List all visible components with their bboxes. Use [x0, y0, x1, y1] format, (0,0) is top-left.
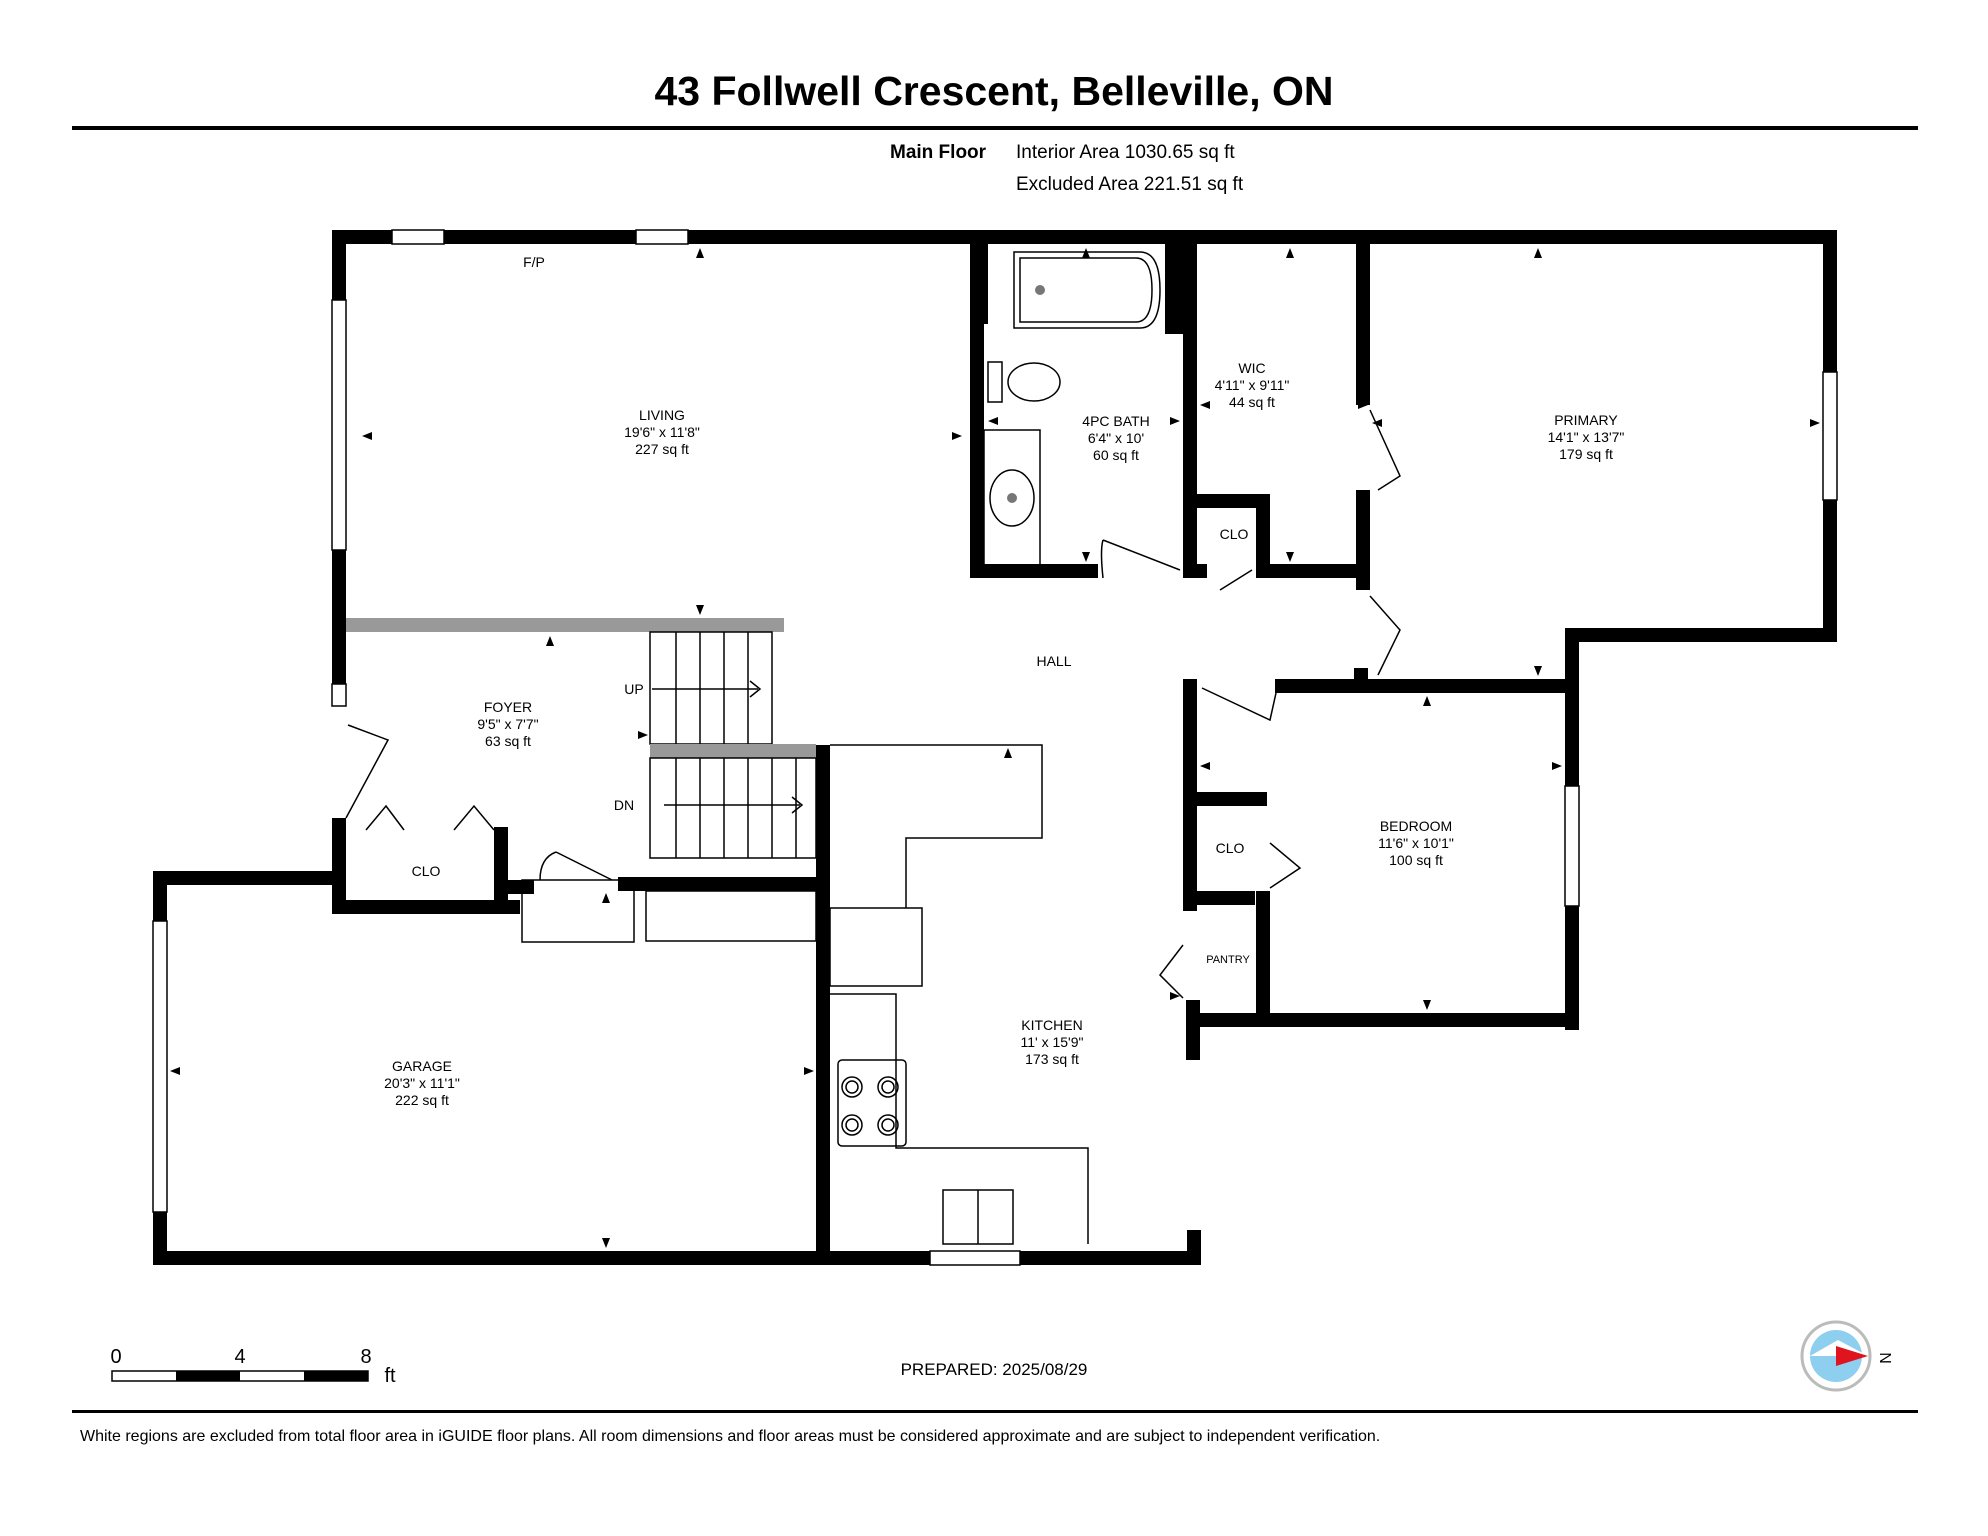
foyer-dims: 9'5" x 7'7": [477, 716, 538, 732]
clo-label-2: CLO: [412, 863, 441, 879]
walls: [153, 230, 1837, 1265]
foyer-area: 63 sq ft: [485, 733, 531, 749]
scale-4: 4: [234, 1346, 245, 1368]
clo-label-3: CLO: [1216, 840, 1245, 856]
garage-dims: 20'3" x 11'1": [384, 1075, 460, 1091]
title-rule: [72, 126, 1918, 130]
page-title: 43 Follwell Crescent, Belleville, ON: [654, 68, 1334, 114]
kitchen-counters: [521, 744, 1089, 1245]
bath-fixtures: [983, 251, 1161, 566]
kitchen-area: 173 sq ft: [1025, 1051, 1079, 1067]
measure-arrows: [170, 248, 1820, 1248]
bedroom-area: 100 sq ft: [1389, 852, 1443, 868]
bedroom-name: BEDROOM: [1380, 818, 1452, 834]
dn-label: DN: [614, 797, 634, 813]
scale-0: 0: [110, 1346, 121, 1368]
bath-name: 4PC BATH: [1082, 413, 1149, 429]
living-dims: 19'6" x 11'8": [624, 424, 700, 440]
wic-name: WIC: [1238, 360, 1265, 376]
windows: [152, 229, 1838, 1266]
excluded-area: Excluded Area 221.51 sq ft: [1016, 174, 1244, 195]
primary-area: 179 sq ft: [1559, 446, 1613, 462]
garage-name: GARAGE: [392, 1058, 452, 1074]
footer-rule: [72, 1410, 1918, 1413]
hall-label: HALL: [1036, 653, 1071, 669]
prepared-date: PREPARED: 2025/08/29: [900, 1360, 1088, 1379]
floor-name: Main Floor: [890, 142, 987, 163]
interior-area: Interior Area 1030.65 sq ft: [1016, 142, 1235, 163]
bath-area: 60 sq ft: [1093, 447, 1139, 463]
room-labels: F/P LIVING 19'6" x 11'8" 227 sq ft 4PC B…: [384, 254, 1624, 1108]
foyer-name: FOYER: [484, 699, 532, 715]
stairs: [649, 631, 817, 859]
clo-label-1: CLO: [1220, 526, 1249, 542]
kitchen-name: KITCHEN: [1021, 1017, 1082, 1033]
primary-name: PRIMARY: [1554, 412, 1618, 428]
doors: [345, 409, 1401, 999]
scale-bar: 0 4 8 ft: [110, 1346, 396, 1387]
bath-dims: 6'4" x 10': [1088, 430, 1144, 446]
scale-8: 8: [360, 1346, 371, 1368]
compass-icon: N: [1800, 1320, 1893, 1392]
wic-dims: 4'11" x 9'11": [1215, 377, 1290, 393]
stair-rail: [346, 618, 784, 632]
kitchen-dims: 11' x 15'9": [1021, 1034, 1084, 1050]
bedroom-dims: 11'6" x 10'1": [1378, 835, 1454, 851]
disclaimer: White regions are excluded from total fl…: [80, 1428, 1381, 1445]
living-area: 227 sq ft: [635, 441, 689, 457]
up-label: UP: [624, 681, 643, 697]
scale-unit: ft: [384, 1365, 396, 1387]
garage-area: 222 sq ft: [395, 1092, 449, 1108]
living-name: LIVING: [639, 407, 685, 423]
primary-dims: 14'1" x 13'7": [1548, 429, 1625, 445]
wic-area: 44 sq ft: [1229, 394, 1275, 410]
fp-label: F/P: [523, 254, 545, 270]
pantry-label: PANTRY: [1206, 954, 1250, 966]
compass-north: N: [1876, 1352, 1893, 1364]
